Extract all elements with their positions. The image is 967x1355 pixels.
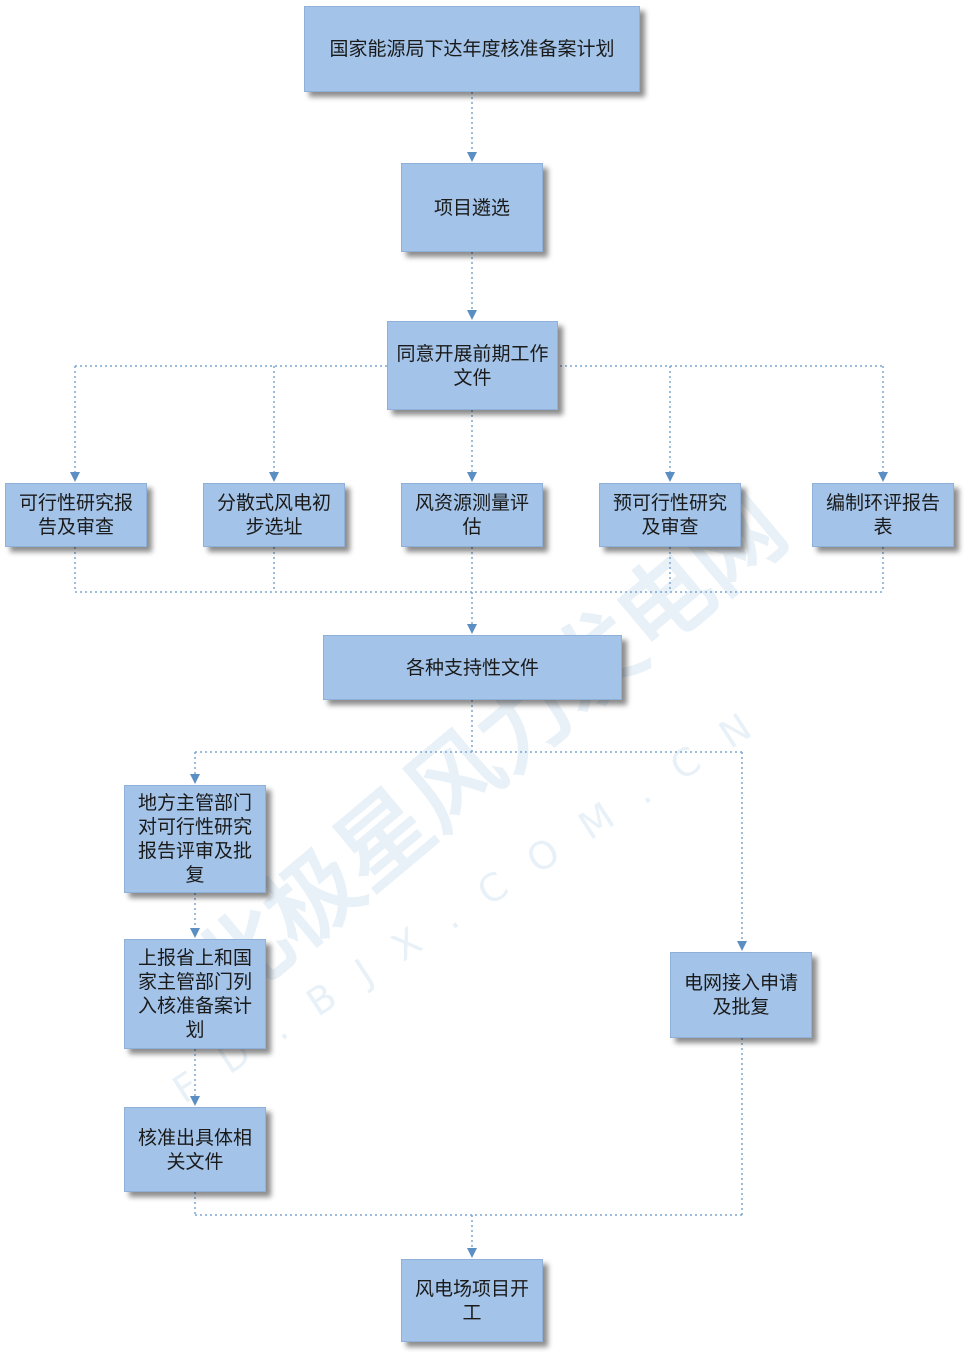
node-feasibility-study: 可行性研究报告及审查 xyxy=(5,483,147,547)
node-pre-feasibility-study-label: 预可行性研究及审查 xyxy=(612,492,727,538)
node-construction-start-label: 风电场项目开工 xyxy=(414,1277,529,1324)
node-construction-start: 风电场项目开工 xyxy=(401,1259,543,1342)
node-grid-connection: 电网接入申请及批复 xyxy=(670,952,812,1038)
node-approval-documents-label: 核准出具体相关文件 xyxy=(137,1126,252,1173)
node-eia-report: 编制环评报告表 xyxy=(812,483,954,547)
node-pre-feasibility-study: 预可行性研究及审查 xyxy=(599,483,741,547)
node-approval-documents: 核准出具体相关文件 xyxy=(124,1107,266,1192)
node-grid-connection-label: 电网接入申请及批复 xyxy=(683,972,798,1018)
node-annual-approval-plan-label: 国家能源局下达年度核准备案计划 xyxy=(329,38,615,60)
node-project-selection-label: 项目遴选 xyxy=(433,196,510,219)
node-wind-resource-assessment: 风资源测量评估 xyxy=(401,483,543,547)
node-preliminary-work-approval-label: 同意开展前期工作文件 xyxy=(396,342,549,389)
node-wind-resource-assessment-label: 风资源测量评估 xyxy=(414,492,529,538)
node-report-to-authorities-label: 上报省上和国家主管部门列入核准备案计划 xyxy=(137,947,252,1041)
node-preliminary-work-approval: 同意开展前期工作文件 xyxy=(387,321,558,410)
node-local-review-approval: 地方主管部门对可行性研究报告评审及批复 xyxy=(124,785,266,893)
node-report-to-authorities: 上报省上和国家主管部门列入核准备案计划 xyxy=(124,939,266,1049)
node-supporting-documents: 各种支持性文件 xyxy=(323,635,622,700)
node-site-selection: 分散式风电初步选址 xyxy=(203,483,345,547)
node-eia-report-label: 编制环评报告表 xyxy=(825,492,940,538)
node-project-selection: 项目遴选 xyxy=(401,163,543,252)
node-local-review-approval-label: 地方主管部门对可行性研究报告评审及批复 xyxy=(137,792,252,886)
node-supporting-documents-label: 各种支持性文件 xyxy=(405,656,539,679)
node-site-selection-label: 分散式风电初步选址 xyxy=(216,492,331,538)
node-feasibility-study-label: 可行性研究报告及审查 xyxy=(18,492,133,538)
node-annual-approval-plan: 国家能源局下达年度核准备案计划 xyxy=(304,6,640,92)
